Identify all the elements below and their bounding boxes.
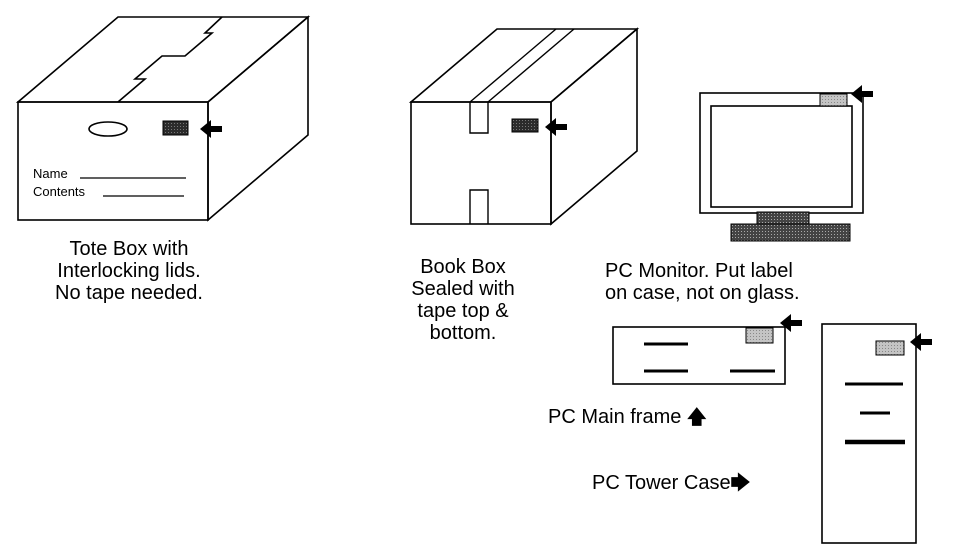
right-arrow-icon: 🡆 (730, 472, 751, 494)
tote-box-side (207, 15, 309, 222)
hand-hole (88, 121, 128, 137)
pc-monitor-label-patch (819, 93, 848, 107)
pc-monitor-case (699, 92, 864, 214)
pc-main-frame-label-patch (745, 327, 774, 344)
pc-tower-case (821, 323, 917, 544)
book-box-tape-top (469, 102, 489, 134)
book-box-label-patch (511, 118, 539, 133)
pc-main-frame-case (612, 326, 786, 385)
tote-box-caption: Tote Box with Interlocking lids. No tape… (55, 238, 203, 304)
book-box-side (550, 27, 638, 226)
label-arrow-icon (910, 333, 932, 351)
tote-box-label-patch (162, 120, 189, 136)
label-arrow-icon (200, 120, 222, 138)
label-arrow-icon (780, 314, 802, 332)
pc-monitor-base (730, 223, 851, 242)
tote-box-contents-label: Contents (33, 184, 86, 199)
pc-monitor-caption: PC Monitor. Put label on case, not on gl… (605, 260, 800, 304)
book-box-top (408, 28, 640, 103)
tote-box-front (17, 101, 209, 221)
pc-monitor-glass (710, 105, 853, 208)
pc-monitor (699, 92, 864, 242)
pc-tower-label-patch (875, 340, 905, 356)
label-arrow-icon (545, 118, 567, 136)
tote-box-name-label: Name (33, 166, 68, 181)
label-arrow-icon (851, 85, 873, 103)
pc-main-frame-caption: PC Main frame 🡅 (548, 406, 707, 428)
book-box-tape-bottom (469, 189, 489, 224)
pc-tower-case-body (821, 323, 917, 544)
up-arrow-icon: 🡅 (686, 406, 707, 428)
pc-tower-caption: PC Tower Case🡆 (592, 472, 751, 494)
book-box-caption: Book Box Sealed with tape top & bottom. (411, 256, 515, 344)
pc-monitor-neck (756, 211, 810, 225)
tote-box-lid-seam (117, 16, 223, 103)
book-box (408, 27, 640, 226)
tote-box (15, 15, 311, 222)
pc-main-frame (612, 326, 786, 385)
tote-box-top (15, 16, 311, 103)
